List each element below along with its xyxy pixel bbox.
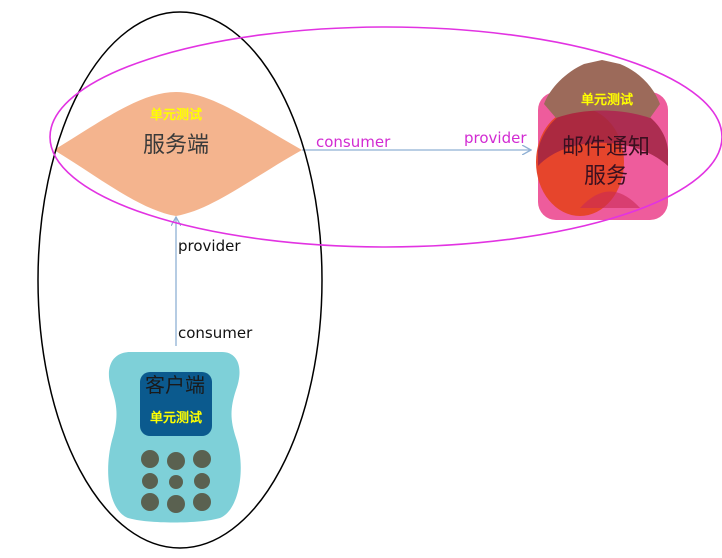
mail-service-title-line1: 邮件通知 — [562, 135, 650, 160]
vertical-group-ellipse — [37, 11, 323, 549]
mail-service-node — [536, 60, 668, 220]
client-node — [108, 352, 241, 523]
client-screen — [140, 372, 212, 436]
mail-service-unit-test-label: 单元测试 — [581, 92, 633, 108]
client-unit-test-label: 单元测试 — [150, 410, 202, 426]
mail-service-title-line2: 服务 — [584, 164, 628, 189]
server-to-mail-provider-label: provider — [464, 129, 527, 147]
server-node — [54, 92, 302, 216]
server-title: 服务端 — [143, 133, 209, 158]
horizontal-group-ellipse — [49, 26, 722, 248]
server-to-mail-consumer-label: consumer — [316, 133, 391, 151]
server-unit-test-label: 单元测试 — [150, 107, 202, 123]
client-to-server-provider-label: provider — [178, 237, 241, 255]
client-keypad — [141, 450, 211, 513]
client-to-server-consumer-label: consumer — [178, 324, 253, 342]
client-title: 客户端 — [145, 373, 205, 397]
